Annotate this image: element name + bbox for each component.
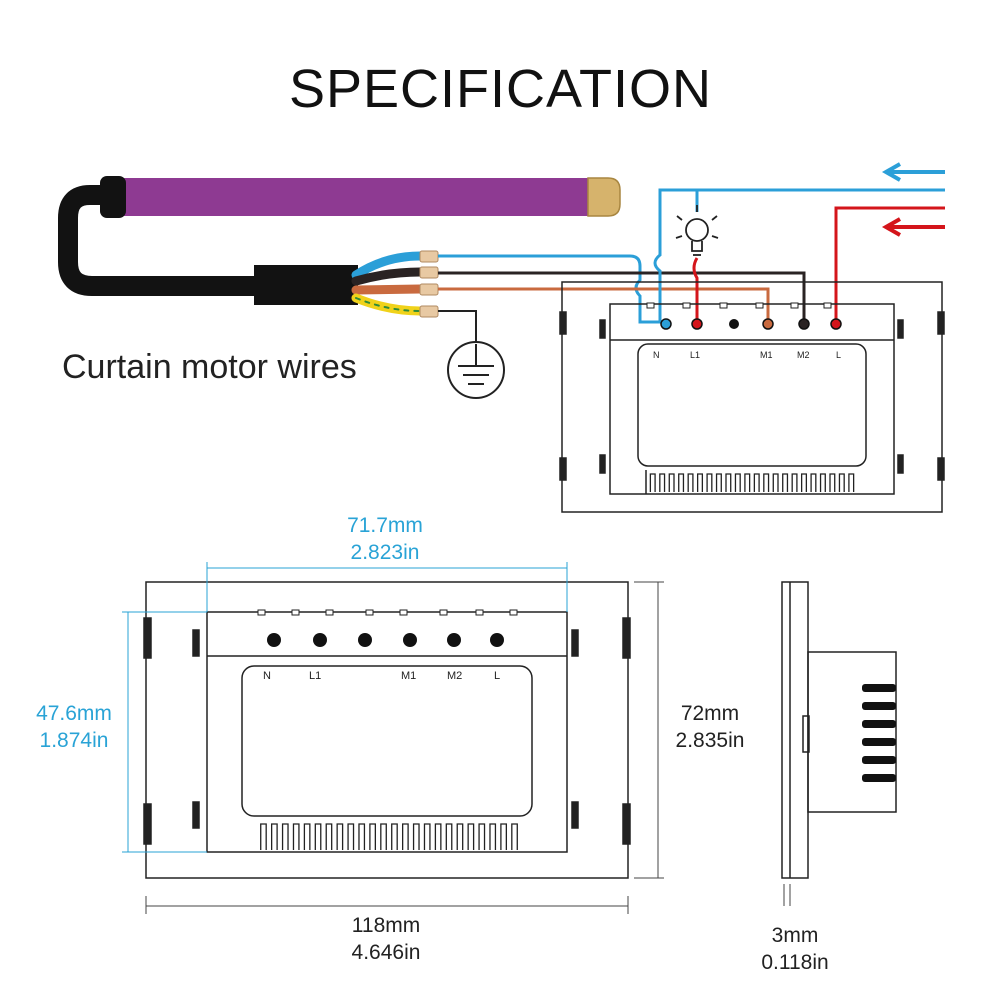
switch-wired-view — [559, 281, 945, 513]
switch-wiring — [438, 188, 945, 342]
terminal-m2-top — [798, 318, 810, 330]
terminal-label-n-top: N — [653, 350, 660, 360]
terminal-l-top — [830, 318, 842, 330]
terminal-label-m2: M2 — [447, 670, 463, 682]
terminals-top — [660, 318, 842, 330]
terminal-label-m1: M1 — [401, 670, 417, 682]
switch-outer-frame — [561, 281, 943, 513]
terminal-unused-top — [729, 319, 739, 329]
motor-wires-label: Curtain motor wires — [62, 348, 357, 386]
wire-motor-m2 — [438, 271, 806, 322]
curtain-motor — [58, 176, 621, 305]
wire-earth — [438, 310, 477, 342]
cable-sleeve — [254, 265, 358, 305]
switch-side-drawing — [781, 581, 897, 879]
neutral-arrow-icon — [881, 162, 945, 182]
terminal-label-l-top: L — [836, 350, 842, 360]
vent-teeth-top — [646, 302, 855, 492]
dimension-lines-dark — [145, 581, 791, 914]
side-fins — [862, 684, 896, 782]
lead-yellow — [351, 293, 425, 316]
dimension-lines — [122, 562, 568, 853]
terminal-label-l1: L1 — [309, 670, 322, 682]
front-inner-module — [206, 611, 568, 853]
vent-teeth-front-top — [257, 609, 518, 850]
terminal-n-top — [660, 318, 672, 330]
wire-motor-m1 — [438, 287, 770, 322]
lead-blue — [351, 251, 425, 280]
wire-supply-live — [834, 206, 945, 322]
wire-lamp-l1 — [692, 257, 699, 322]
terminal-label-l: L — [494, 670, 501, 682]
lamp-icon — [675, 205, 719, 256]
terminal-label-n: N — [263, 670, 271, 682]
ground-icon — [447, 341, 505, 399]
lead-black — [351, 267, 425, 286]
wire-motor-neutral — [438, 254, 666, 324]
terminal-l1-top — [691, 318, 703, 330]
terminal-label-m1-top: M1 — [760, 350, 773, 360]
wire-supply-neutral — [653, 188, 945, 322]
terminal-m1-top — [762, 318, 774, 330]
front-outer-frame — [145, 581, 629, 879]
motor-tube — [122, 178, 594, 216]
motor-crown — [587, 177, 621, 217]
terminal-label-m2-top: M2 — [797, 350, 810, 360]
switch-front-drawing — [143, 581, 631, 879]
motor-leads — [351, 251, 425, 316]
lead-brown — [351, 284, 425, 295]
motor-end-cap — [100, 176, 126, 218]
terminal-label-l1-top: L1 — [690, 350, 701, 360]
wire-ferrules — [419, 250, 439, 318]
live-arrow-icon — [881, 217, 945, 237]
terminals-front — [267, 633, 504, 647]
page-title: SPECIFICATION — [288, 59, 713, 119]
switch-inner-module — [609, 303, 895, 495]
